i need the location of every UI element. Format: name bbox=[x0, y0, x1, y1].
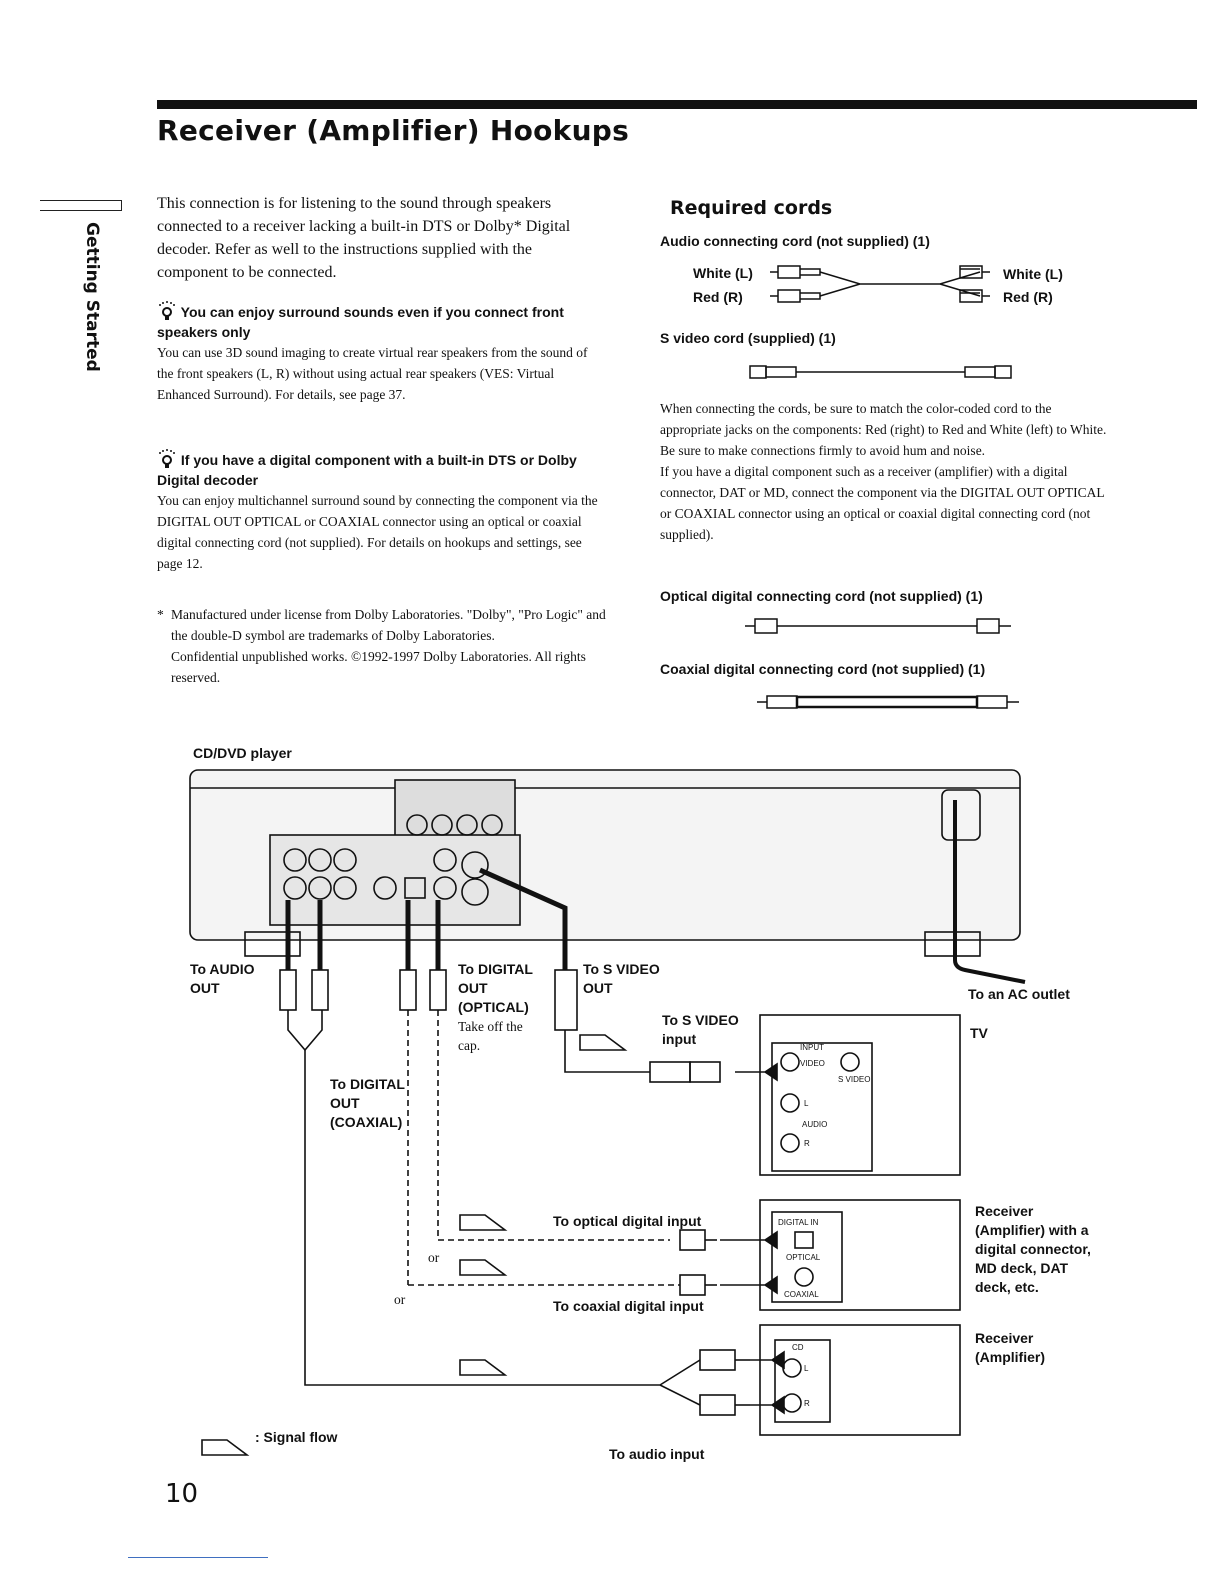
tv-input-label: INPUT bbox=[800, 1043, 824, 1052]
digital-in-label: DIGITAL IN bbox=[778, 1218, 819, 1227]
svideo-cord-illustration bbox=[749, 365, 1012, 379]
svideo-cord-label: S video cord (supplied) (1) bbox=[660, 330, 836, 346]
tv-r-label: R bbox=[804, 1139, 810, 1148]
to-optical-input-label: To optical digital input bbox=[553, 1213, 702, 1229]
to-s-video-input-label: To S VIDEO input bbox=[662, 1012, 739, 1047]
to-digital-out-optical-label: To DIGITAL OUT (OPTICAL) bbox=[458, 961, 533, 1015]
tip-block: You can enjoy surround sounds even if yo… bbox=[157, 300, 607, 405]
footnote-text: Manufactured under license from Dolby La… bbox=[171, 607, 606, 643]
tv-box bbox=[759, 1014, 961, 1176]
tip-heading: You can enjoy surround sounds even if yo… bbox=[157, 300, 607, 342]
coaxial-cord-illustration bbox=[757, 695, 1019, 709]
to-coaxial-input-label: To coaxial digital input bbox=[553, 1298, 704, 1314]
tv-audio-label: AUDIO bbox=[802, 1120, 827, 1129]
take-off-cap-note: Take off the cap. bbox=[458, 1019, 523, 1053]
white-l-label: White (L) bbox=[693, 265, 753, 281]
footnote: * Manufactured under license from Dolby … bbox=[157, 604, 607, 688]
side-tab-label: Getting Started bbox=[82, 222, 102, 372]
side-tab-rule bbox=[40, 200, 122, 201]
page-number: 10 bbox=[165, 1479, 199, 1509]
lightbulb-icon bbox=[159, 301, 175, 320]
optical-cord-illustration bbox=[745, 618, 1011, 634]
cd-label: CD bbox=[792, 1343, 804, 1352]
bottom-rule bbox=[128, 1557, 268, 1558]
red-r-label: Red (R) bbox=[1003, 289, 1053, 305]
to-audio-input-label: To audio input bbox=[609, 1446, 705, 1462]
to-s-video-out-label: To S VIDEO OUT bbox=[583, 961, 660, 996]
player-label: CD/DVD player bbox=[193, 745, 292, 761]
hookup-diagram: INPUT VIDEO S VIDEO L AUDIO R DIGITAL IN… bbox=[189, 769, 1026, 1456]
red-r-label: Red (R) bbox=[693, 289, 743, 305]
or-label: or bbox=[394, 1292, 406, 1307]
receiver-label: Receiver (Amplifier) bbox=[975, 1330, 1045, 1365]
tv-svideo-label: S VIDEO bbox=[838, 1075, 870, 1084]
footnote-text: Confidential unpublished works. ©1992-19… bbox=[171, 649, 586, 685]
page-title: Receiver (Amplifier) Hookups bbox=[157, 114, 630, 147]
footnote-mark: * bbox=[157, 607, 164, 622]
to-ac-outlet-label: To an AC outlet bbox=[968, 986, 1070, 1002]
tv-label: TV bbox=[970, 1025, 988, 1041]
white-l-label: White (L) bbox=[1003, 266, 1063, 282]
lightbulb-icon bbox=[159, 449, 175, 468]
optical-label: OPTICAL bbox=[786, 1253, 821, 1262]
side-tab: Getting Started bbox=[80, 222, 110, 372]
cords-paragraph: When connecting the cords, be sure to ma… bbox=[660, 401, 1107, 542]
digital-receiver-box bbox=[759, 1199, 961, 1311]
to-digital-out-coaxial-label: To DIGITAL OUT (COAXIAL) bbox=[330, 1076, 405, 1130]
audio-cord-illustration bbox=[770, 265, 990, 303]
tv-l-label: L bbox=[804, 1099, 809, 1108]
side-tab-rule bbox=[121, 200, 122, 211]
receiver-box bbox=[759, 1324, 961, 1436]
header-rule bbox=[157, 100, 1197, 109]
required-cords-title: Required cords bbox=[670, 197, 833, 219]
tv-video-label: VIDEO bbox=[800, 1059, 825, 1068]
signal-flow-legend: : Signal flow bbox=[255, 1429, 338, 1445]
receiver-digital-label: Receiver (Amplifier) with a digital conn… bbox=[975, 1203, 1091, 1295]
tip-block: If you have a digital component with a b… bbox=[157, 448, 607, 574]
tip-heading: If you have a digital component with a b… bbox=[157, 448, 607, 490]
intro-paragraph: This connection is for listening to the … bbox=[157, 195, 571, 281]
tip-body: You can use 3D sound imaging to create v… bbox=[157, 345, 588, 402]
to-audio-out-label: To AUDIO OUT bbox=[190, 961, 255, 996]
coaxial-label: COAXIAL bbox=[784, 1290, 819, 1299]
coaxial-cord-label: Coaxial digital connecting cord (not sup… bbox=[660, 661, 986, 677]
cd-l-label: L bbox=[804, 1364, 809, 1373]
side-tab-rule bbox=[40, 210, 122, 211]
optical-cord-label: Optical digital connecting cord (not sup… bbox=[660, 588, 983, 604]
tip-body: You can enjoy multichannel surround soun… bbox=[157, 493, 598, 571]
audio-cord-label: Audio connecting cord (not supplied) (1) bbox=[660, 233, 930, 249]
cd-r-label: R bbox=[804, 1399, 810, 1408]
or-label: or bbox=[428, 1250, 440, 1265]
